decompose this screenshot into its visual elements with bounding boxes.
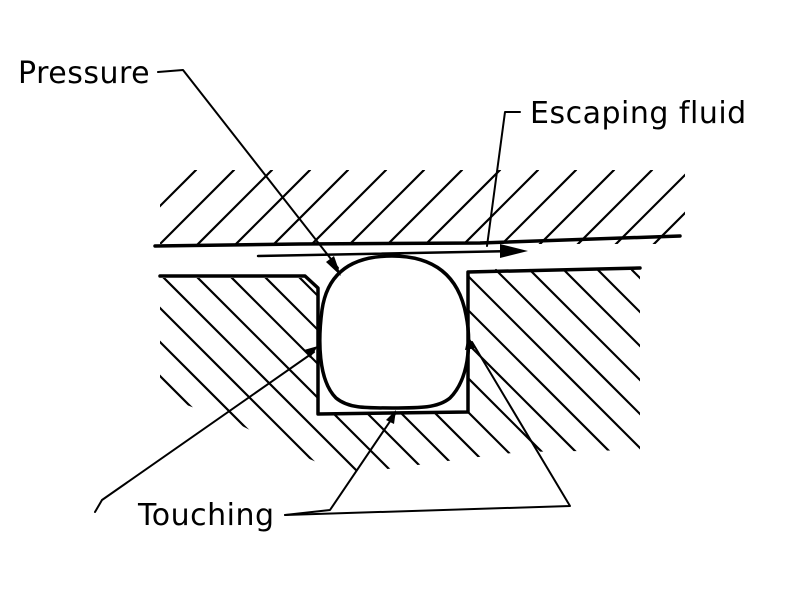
touching-leader-right bbox=[284, 336, 571, 516]
hatch-line-upper bbox=[652, 211, 685, 244]
upper-housing-hatching bbox=[160, 170, 766, 246]
hatch-line-lower bbox=[426, 268, 630, 472]
hatch-line-lower bbox=[562, 268, 640, 472]
o-ring bbox=[318, 254, 471, 410]
touching-label: Touching bbox=[137, 498, 275, 533]
hatch-line-upper bbox=[576, 170, 654, 244]
hatch-line-upper bbox=[160, 170, 198, 208]
escaping-fluid-label: Escaping fluid bbox=[530, 96, 747, 131]
escaping-fluid-arrow bbox=[256, 244, 528, 258]
hatch-line-lower bbox=[700, 270, 785, 470]
hatch-line-upper bbox=[538, 170, 616, 244]
hatch-line-lower bbox=[392, 268, 596, 472]
hatch-line-upper bbox=[160, 170, 236, 244]
hatch-line-lower bbox=[630, 268, 640, 472]
hatch-line-lower bbox=[324, 268, 528, 472]
hatch-line-upper bbox=[690, 170, 766, 246]
groove-outline bbox=[158, 266, 642, 416]
hatch-line-lower bbox=[188, 268, 392, 472]
touching-leader-bottom bbox=[284, 410, 396, 516]
hatch-line-lower bbox=[160, 268, 324, 472]
hatch-line-upper bbox=[424, 170, 502, 244]
hatch-line-upper bbox=[196, 170, 274, 244]
hatch-line-upper bbox=[614, 173, 685, 244]
lower-housing-hatching bbox=[160, 268, 785, 472]
pressure-leader bbox=[157, 69, 341, 276]
hatch-line-upper bbox=[348, 170, 426, 244]
hatch-line-lower bbox=[666, 270, 785, 470]
hatch-line-upper bbox=[386, 170, 464, 244]
escaping-fluid-leader bbox=[486, 111, 521, 247]
hatch-line-lower bbox=[160, 268, 358, 472]
hatch-line-lower bbox=[160, 268, 256, 472]
hatch-line-lower bbox=[160, 268, 222, 472]
touching-leader-left bbox=[94, 346, 318, 513]
hatch-line-lower bbox=[528, 268, 640, 472]
upper-housing-surface bbox=[153, 234, 682, 248]
hatch-line-upper bbox=[272, 170, 350, 244]
hatch-line-upper bbox=[500, 170, 578, 244]
hatch-line-upper bbox=[234, 170, 312, 244]
hatch-line-lower bbox=[460, 268, 640, 472]
pressure-label: Pressure bbox=[18, 56, 150, 91]
hatch-line-upper bbox=[310, 170, 388, 244]
hatch-line-lower bbox=[596, 268, 640, 472]
hatch-line-lower bbox=[494, 268, 640, 472]
hatch-line-upper bbox=[462, 170, 540, 244]
